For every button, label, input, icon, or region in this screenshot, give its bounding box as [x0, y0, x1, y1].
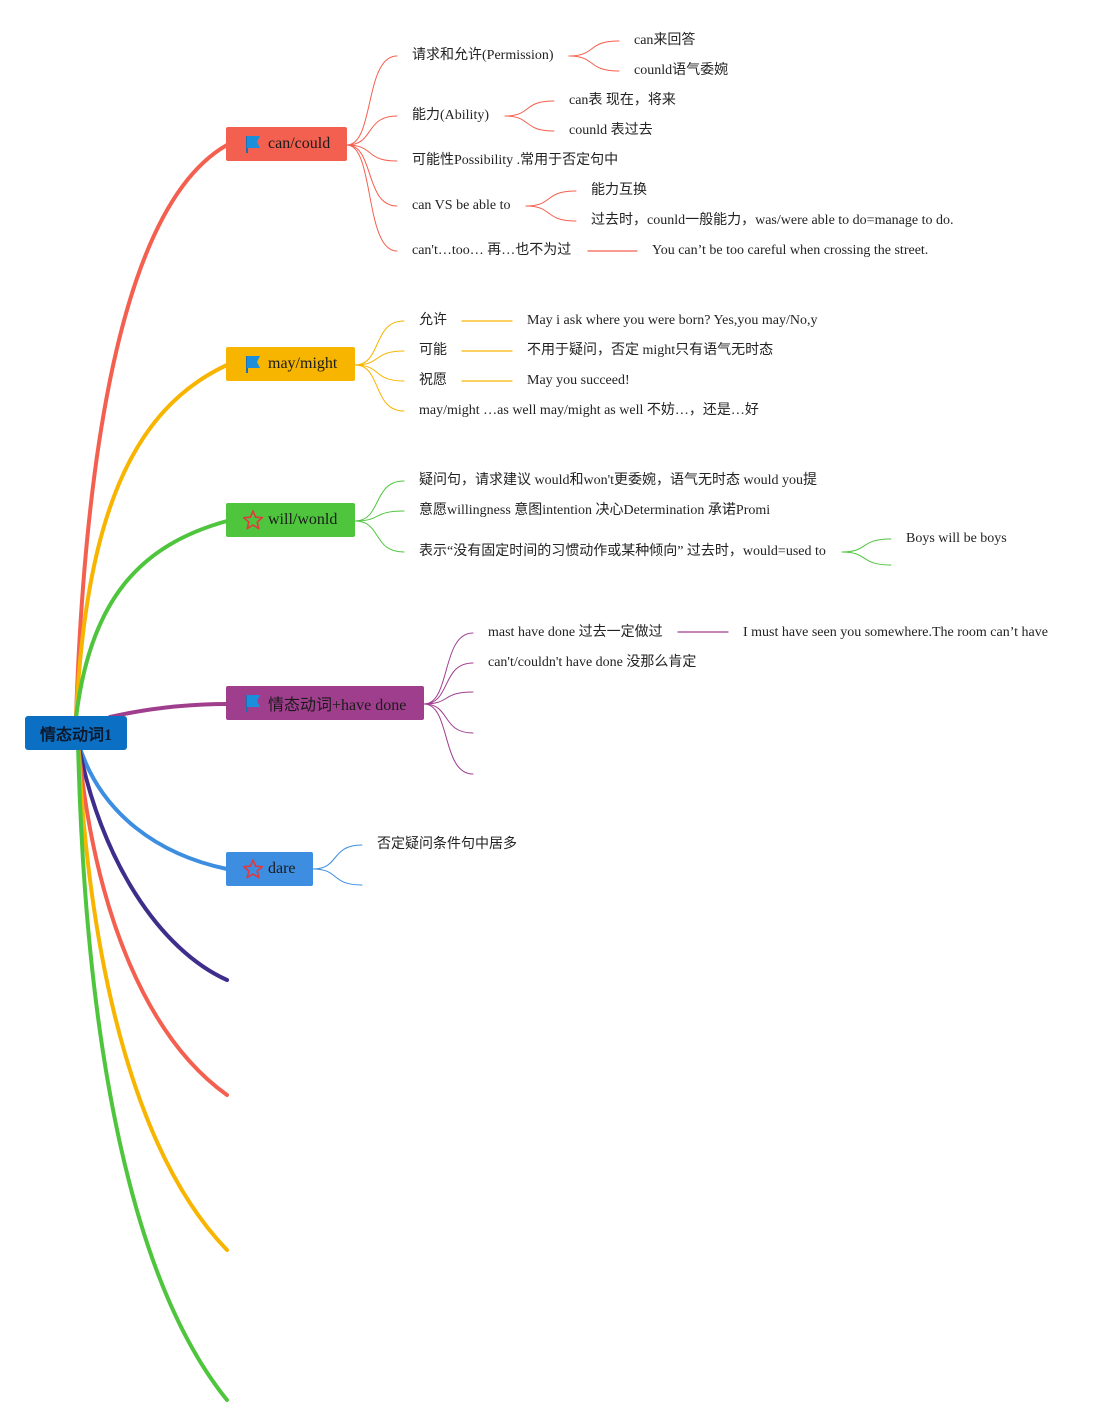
- subtopic-must-have-done[interactable]: mast have done 过去一定做过: [488, 625, 663, 640]
- connector-may-2: [354, 364, 405, 382]
- connector-can-1: [346, 115, 398, 146]
- subtopic-permission[interactable]: 请求和允许(Permission): [412, 48, 554, 63]
- leaf-example-may-you-succeed[interactable]: May you succeed!: [527, 373, 630, 388]
- connector-permission-0: [568, 40, 620, 57]
- subtopic-wish[interactable]: 祝愿: [419, 373, 447, 388]
- branch-line-may-might: [74, 363, 229, 720]
- topic-can-could[interactable]: can/could: [226, 127, 347, 161]
- subtopic-possibility[interactable]: 可能性Possibility .常用于否定句中: [412, 153, 619, 168]
- connector-can-0: [346, 55, 398, 146]
- branch-line-will-wonld: [74, 519, 229, 720]
- topic-label: may/might: [268, 355, 338, 372]
- subtopic-ability[interactable]: 能力(Ability): [412, 108, 489, 123]
- connector-may-3: [354, 364, 405, 412]
- branch-line-can-could: [74, 143, 229, 720]
- flag-icon: [246, 356, 260, 373]
- leaf-example-must-have-seen[interactable]: I must have seen you somewhere.The room …: [743, 625, 1048, 640]
- connector-able-to-1: [525, 205, 577, 222]
- root-topic[interactable]: 情态动词1: [25, 716, 127, 750]
- leaf-could-polite[interactable]: counld语气委婉: [634, 63, 729, 78]
- subtopic-can-vs-able-to[interactable]: can VS be able to: [412, 198, 511, 213]
- leaf-example-careful[interactable]: You can’t be too careful when crossing t…: [652, 243, 929, 258]
- subtopic-habit[interactable]: 表示“没有固定时间的习惯动作或某种倾向” 过去时，would=used to: [419, 544, 826, 559]
- connector-dare-0: [312, 844, 363, 870]
- leaf-could-past[interactable]: counld 表过去: [569, 123, 653, 138]
- branch-line-have-done: [108, 702, 229, 719]
- flag-icon: [246, 695, 260, 712]
- topic-modal-have-done[interactable]: 情态动词+have done: [226, 686, 424, 720]
- leaf-can-answer[interactable]: can来回答: [634, 33, 696, 48]
- subtopic-permit[interactable]: 允许: [419, 313, 447, 328]
- subtopic-question-request[interactable]: 疑问句，请求建议 would和won't更委婉，语气无时态 would you提: [419, 473, 818, 488]
- branch-line-empty-2: [76, 740, 229, 1097]
- connector-dare-1: [312, 868, 363, 886]
- star-icon: [242, 510, 264, 530]
- leaf-can-present[interactable]: can表 现在，将来: [569, 93, 676, 108]
- leaf-past-tense-note[interactable]: 过去时，counld一般能力，was/were able to do=manag…: [591, 213, 954, 228]
- topic-may-might[interactable]: may/might: [226, 347, 355, 381]
- connector-ability-0: [504, 100, 555, 117]
- connector-may-0: [354, 320, 405, 366]
- connector-have-done-1: [423, 662, 474, 705]
- topic-will-wonld[interactable]: will/wonld: [226, 503, 355, 537]
- subtopic-may-as-well[interactable]: may/might …as well may/might as well 不妨……: [419, 403, 759, 418]
- branch-line-empty-1: [76, 740, 229, 982]
- connector-will-0: [354, 480, 405, 522]
- subtopic-cant-too[interactable]: can't…too… 再…也不为过: [412, 243, 572, 258]
- connector-have-done-3: [423, 703, 474, 734]
- leaf-example-may-i-ask[interactable]: May i ask where you were born? Yes,you m…: [527, 313, 818, 328]
- connector-able-to-0: [525, 190, 577, 207]
- connector-may-1: [354, 350, 405, 366]
- flag-icon: [246, 136, 260, 153]
- branch-line-dare: [76, 740, 229, 871]
- topic-label: dare: [268, 860, 296, 877]
- sub-branch-lines: [312, 40, 892, 886]
- subtopic-cant-have-done[interactable]: can't/couldn't have done 没那么肯定: [488, 655, 697, 670]
- leaf-example-boys-will-be-boys[interactable]: Boys will be boys: [906, 531, 1007, 546]
- subtopic-willingness[interactable]: 意愿willingness 意图intention 决心Determinatio…: [419, 503, 771, 518]
- branch-line-empty-4: [76, 740, 229, 1402]
- topic-dare[interactable]: dare: [226, 852, 313, 886]
- connector-can-3: [346, 144, 398, 207]
- leaf-interchangeable[interactable]: 能力互换: [591, 183, 647, 198]
- connector-will-2: [354, 520, 405, 553]
- connector-permission-1: [568, 55, 620, 72]
- topic-label: 情态动词+have done: [268, 697, 407, 714]
- subtopic-dare-negative[interactable]: 否定疑问条件句中居多: [377, 837, 517, 852]
- main-branch-lines: [74, 143, 229, 1402]
- branch-line-empty-3: [76, 740, 229, 1252]
- connector-can-2: [346, 144, 398, 162]
- connector-have-done-4: [423, 703, 474, 775]
- connector-ability-1: [504, 115, 555, 132]
- connector-habit-0: [841, 538, 892, 553]
- topic-label: can/could: [268, 135, 331, 152]
- connector-have-done-2: [423, 691, 474, 705]
- topic-label: will/wonld: [268, 511, 338, 528]
- connector-will-1: [354, 510, 405, 522]
- connector-can-4: [346, 144, 398, 252]
- root-topic-label: 情态动词1: [39, 727, 112, 744]
- star-icon: [242, 859, 264, 879]
- connector-habit-1: [841, 551, 892, 566]
- subtopic-possible[interactable]: 可能: [419, 343, 447, 358]
- connector-have-done-0: [423, 632, 474, 705]
- leaf-might-note[interactable]: 不用于疑问，否定 might只有语气无时态: [527, 343, 774, 358]
